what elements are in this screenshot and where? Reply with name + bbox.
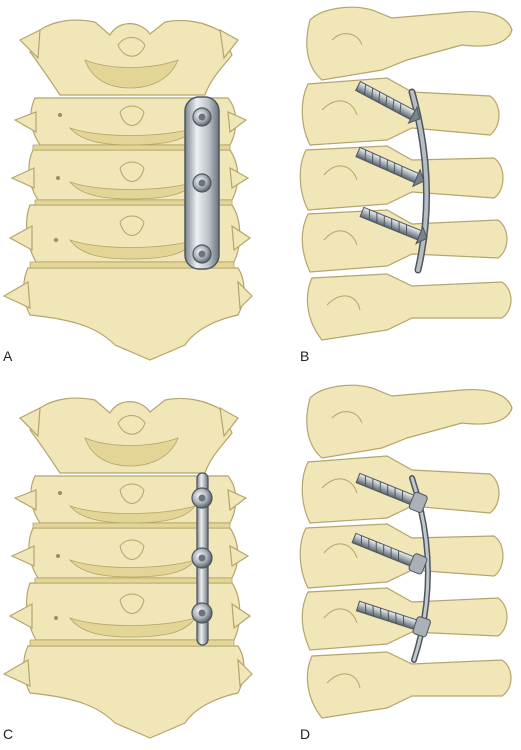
lateral-screws (354, 80, 428, 245)
lateral-curves (321, 33, 363, 311)
panel-b: B (262, 0, 521, 372)
anterior-spine-illustration (2, 397, 253, 739)
anterior-spine-illustration (2, 19, 253, 361)
vertebra-5 (23, 267, 245, 361)
anterior-plate (184, 96, 220, 270)
foramina-dots (54, 113, 62, 242)
lateral-vertebrae (299, 6, 513, 341)
lateral-rod-screws (351, 472, 431, 638)
spinous-nubs (117, 37, 146, 236)
panel-label: B (300, 348, 310, 364)
panel-a: A (0, 0, 260, 372)
panel-label: D (300, 726, 311, 742)
panel-label: A (3, 348, 13, 364)
disc-shadows (29, 59, 235, 269)
vertebra-1 (29, 19, 233, 96)
anterior-rod (191, 472, 213, 646)
lateral-spine-illustration (299, 6, 513, 341)
panel-label: C (3, 726, 14, 742)
transverse-processes (2, 28, 253, 310)
panel-c: C (0, 378, 260, 750)
plate-screw-heads (192, 107, 212, 264)
lateral-spine-illustration (299, 384, 513, 719)
panel-d: D (262, 378, 521, 750)
